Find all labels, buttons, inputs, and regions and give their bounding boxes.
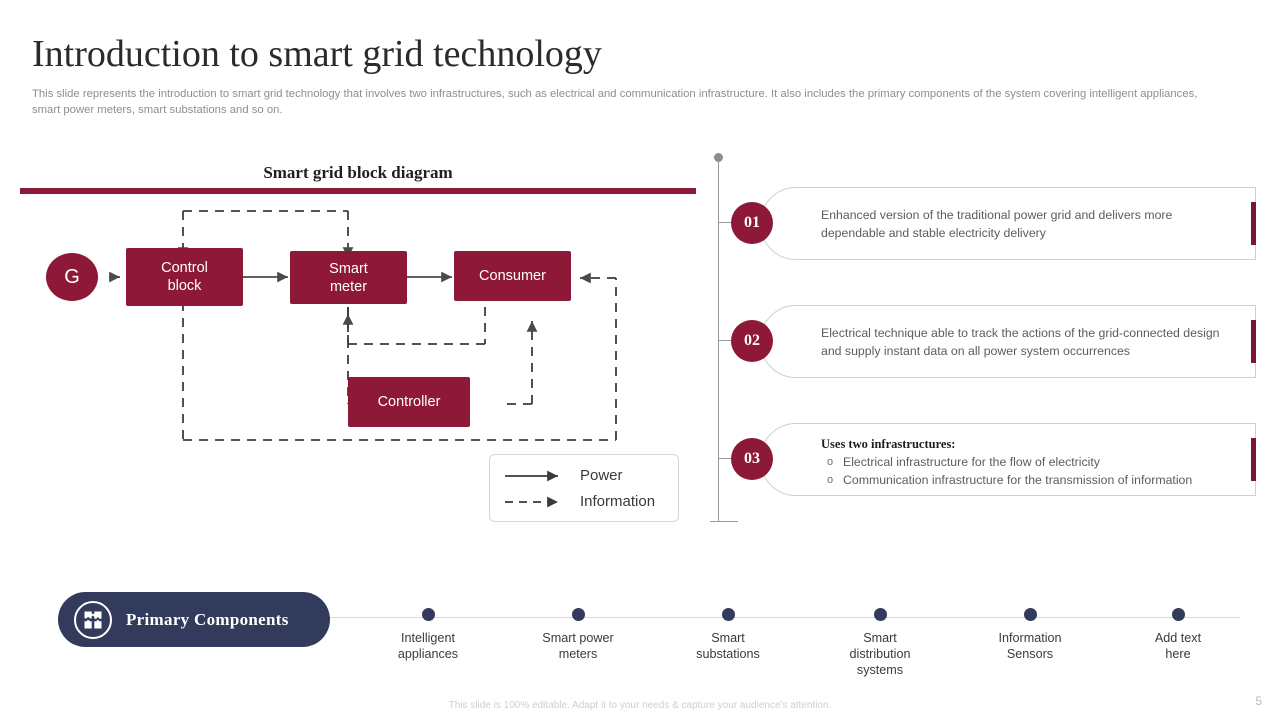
diagram-node-controller[interactable]: Controller xyxy=(348,377,470,427)
control-block-label-line2: block xyxy=(167,278,202,294)
timeline-bottom-tick xyxy=(710,521,738,522)
card-bullet-item: Communication infrastructure for the tra… xyxy=(821,471,1227,489)
component-label: Smart distribution systems xyxy=(810,630,950,678)
component-item-information-sensors[interactable]: Information Sensors xyxy=(960,608,1100,662)
legend-label-information: Information xyxy=(580,493,656,510)
legend-label-power: Power xyxy=(580,467,623,484)
legend-row-information: Information xyxy=(504,493,655,510)
component-item-smart-power-meters[interactable]: Smart power meters xyxy=(508,608,648,662)
component-item-intelligent-appliances[interactable]: Intelligent appliances xyxy=(358,608,498,662)
component-label-line1: Intelligent xyxy=(401,631,455,645)
components-axis xyxy=(330,617,1240,618)
component-label-line1: Smart xyxy=(863,631,897,645)
smart-grid-block-diagram: G Control block Smart meter Consumer Con… xyxy=(20,196,696,536)
info-card-03[interactable]: 03 Uses two infrastructures: Electrical … xyxy=(731,423,1256,496)
diagram-connectors xyxy=(109,210,617,441)
diagram-node-consumer[interactable]: Consumer xyxy=(454,251,571,301)
component-dot xyxy=(421,608,435,621)
legend-row-power: Power xyxy=(504,467,623,484)
card-accent-bar-03 xyxy=(1251,438,1256,481)
puzzle-icon xyxy=(74,600,112,639)
component-dot xyxy=(1023,608,1037,621)
primary-components-label: Primary Components xyxy=(126,609,289,629)
legend-solid-arrow-icon xyxy=(505,470,558,481)
card-text-03: Uses two infrastructures: Electrical inf… xyxy=(821,435,1227,489)
diagram-title-rule xyxy=(20,188,696,194)
component-label-line2: meters xyxy=(558,647,598,661)
card-bullet-item: Electrical infrastructure for the flow o… xyxy=(821,453,1227,471)
page-subtitle: This slide represents the introduction t… xyxy=(32,88,1198,116)
component-label-line2: substations xyxy=(696,647,760,661)
component-dot xyxy=(873,608,887,621)
page-title: Introduction to smart grid technology xyxy=(32,33,602,75)
legend-dashed-arrow-icon xyxy=(505,496,558,507)
smart-meter-label-line1: Smart xyxy=(329,260,368,277)
component-label-line1: Smart power xyxy=(542,631,614,645)
component-label: Smart power meters xyxy=(508,630,648,662)
component-label-line1: Information xyxy=(998,631,1062,645)
diagram-legend: Power Information xyxy=(489,454,679,522)
component-dot xyxy=(1171,608,1185,621)
card-bullet-list-03: Electrical infrastructure for the flow o… xyxy=(821,453,1227,489)
card-number-02: 02 xyxy=(731,320,773,362)
smart-meter-label-line2: meter xyxy=(329,278,368,295)
info-card-02[interactable]: 02 Electrical technique able to track th… xyxy=(731,305,1256,378)
card-number-01: 01 xyxy=(731,202,773,244)
component-item-add-text-here[interactable]: Add text here xyxy=(1108,608,1248,662)
component-dot xyxy=(721,608,735,621)
component-label: Smart substations xyxy=(658,630,798,662)
card-text-01: Enhanced version of the traditional powe… xyxy=(821,208,1173,240)
card-text-02: Electrical technique able to track the a… xyxy=(821,326,1220,358)
component-label-line1: Smart xyxy=(711,631,745,645)
component-label-line2: Sensors xyxy=(1006,647,1054,661)
primary-components-pill[interactable]: Primary Components xyxy=(58,592,330,647)
control-block-label-line1: Control xyxy=(161,260,208,276)
component-item-smart-substations[interactable]: Smart substations xyxy=(658,608,798,662)
timeline-top-dot xyxy=(714,153,723,162)
timeline-axis xyxy=(718,156,719,522)
puzzle-icon-glyph xyxy=(84,611,102,628)
diagram-title: Smart grid block diagram xyxy=(263,163,453,182)
component-item-smart-distribution-systems[interactable]: Smart distribution systems xyxy=(810,608,950,678)
card-accent-bar-02 xyxy=(1251,320,1256,363)
diagram-node-generator[interactable]: G xyxy=(46,253,98,301)
component-label: Information Sensors xyxy=(960,630,1100,662)
component-dot xyxy=(571,608,585,621)
component-label-line3: systems xyxy=(856,663,904,677)
card-heading-03: Uses two infrastructures: xyxy=(821,437,956,451)
card-number-03: 03 xyxy=(731,438,773,480)
diagram-node-control-block[interactable]: Control block xyxy=(126,248,243,306)
info-card-01[interactable]: 01 Enhanced version of the traditional p… xyxy=(731,187,1256,260)
card-accent-bar-01 xyxy=(1251,202,1256,245)
diagram-node-smart-meter[interactable]: Smart meter xyxy=(290,251,407,304)
component-label: Intelligent appliances xyxy=(358,630,498,662)
footer-note: This slide is 100% editable. Adapt it to… xyxy=(448,700,832,711)
component-label: Add text here xyxy=(1108,630,1248,662)
component-label-line2: distribution xyxy=(849,647,911,661)
component-label-line2: here xyxy=(1165,647,1191,661)
component-label-line1: Add text xyxy=(1154,631,1202,645)
component-label-line2: appliances xyxy=(397,647,459,661)
page-number: 5 xyxy=(1255,694,1262,708)
